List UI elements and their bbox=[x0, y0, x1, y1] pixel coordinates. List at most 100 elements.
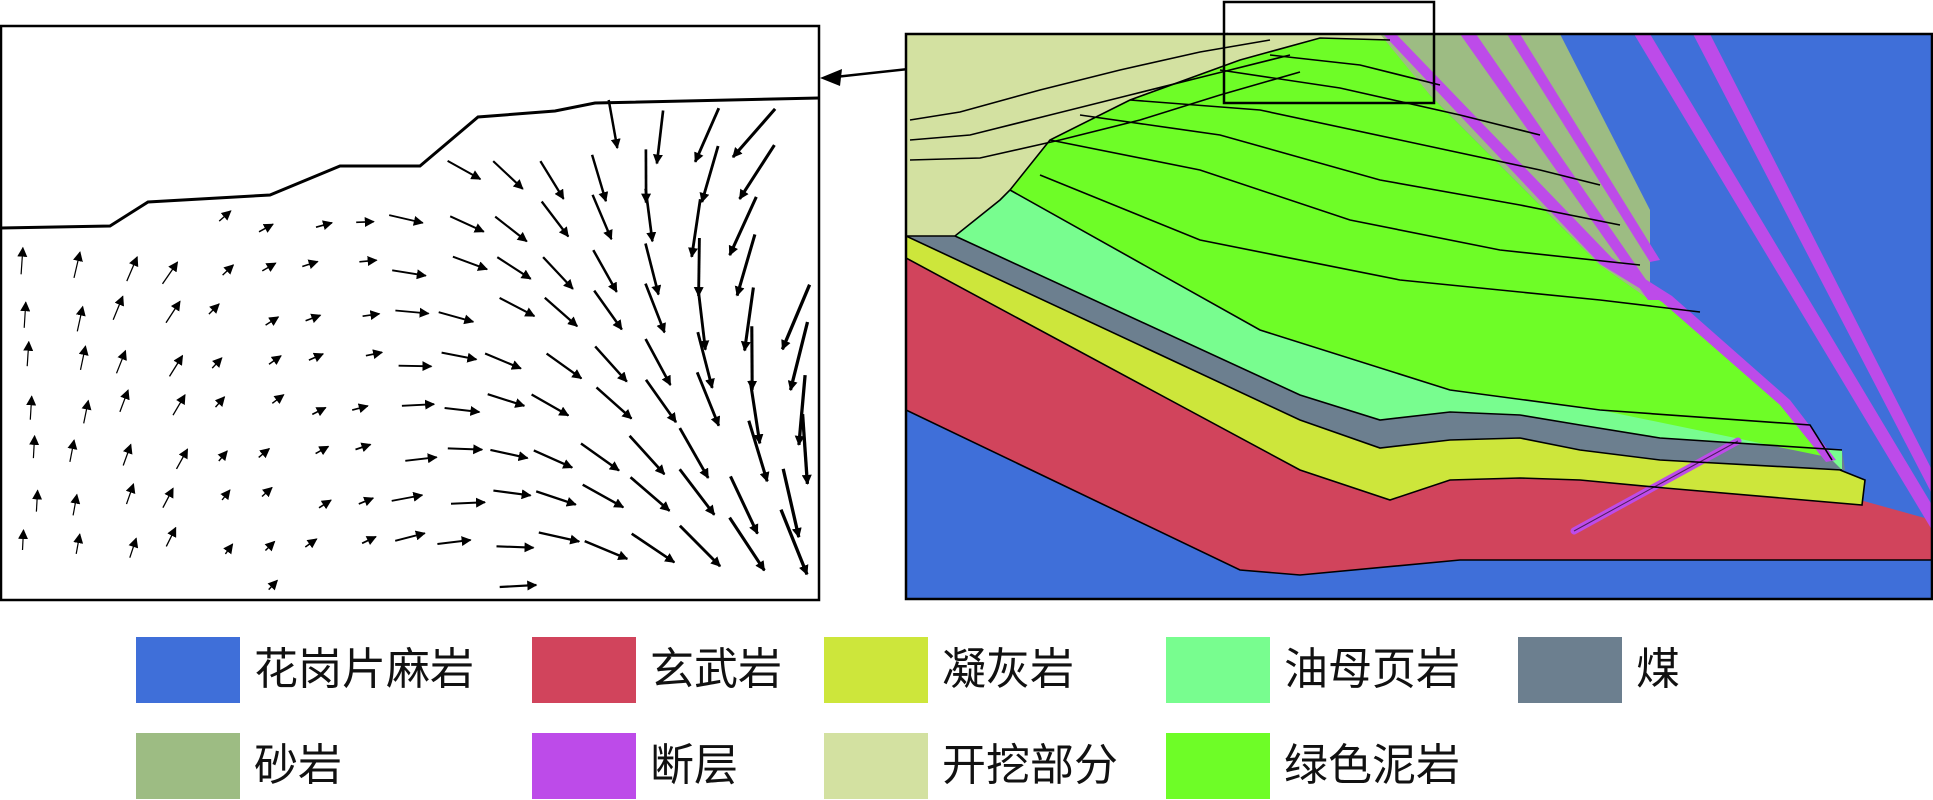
legend-item-excavated: 开挖部分 bbox=[824, 732, 1118, 800]
displacement-vector-arrow bbox=[115, 349, 127, 374]
displacement-vector-arrow bbox=[304, 538, 318, 549]
displacement-vector-arrow bbox=[747, 420, 770, 483]
vector-panel-frame bbox=[0, 24, 821, 602]
displacement-vector-arrow bbox=[223, 543, 234, 555]
displacement-vector-arrow bbox=[688, 198, 702, 258]
displacement-vector-arrow bbox=[591, 194, 613, 241]
displacement-vector-arrow bbox=[318, 499, 332, 510]
displacement-vector-arrow bbox=[678, 524, 722, 568]
displacement-vector-arrow bbox=[699, 145, 720, 203]
legend-swatch-sandstone bbox=[136, 733, 240, 799]
legend-item-tuff: 凝灰岩 bbox=[824, 636, 1074, 704]
legend-item-granite-gneiss: 花岗片麻岩 bbox=[136, 636, 474, 704]
displacement-vector-arrow bbox=[267, 579, 278, 591]
legend-label-coal: 煤 bbox=[1636, 644, 1680, 695]
displacement-vector-arrow bbox=[441, 351, 478, 363]
displacement-vector-arrow bbox=[261, 486, 273, 498]
displacement-vector-arrow bbox=[81, 399, 92, 424]
displacement-vector-arrow bbox=[302, 259, 319, 270]
legend-label-granite-gneiss: 花岗片麻岩 bbox=[254, 644, 474, 695]
displacement-vector-arrow bbox=[447, 160, 482, 180]
displacement-vector-arrow bbox=[392, 269, 427, 280]
displacement-vector-arrow bbox=[630, 532, 676, 564]
basalt-layer bbox=[906, 258, 1932, 575]
legend-swatch-granite-gneiss bbox=[136, 637, 240, 703]
displacement-vector-arrow bbox=[122, 443, 133, 466]
zoom-window-box bbox=[1222, 0, 1436, 105]
displacement-vector-arrow bbox=[361, 535, 377, 546]
displacement-vector-arrow bbox=[595, 386, 633, 420]
displacement-vector-arrow bbox=[593, 289, 623, 331]
tuff-layer bbox=[906, 236, 1865, 505]
displacement-vector-arrow bbox=[780, 284, 812, 351]
displacement-vector-arrow bbox=[493, 489, 532, 500]
displacement-vector-arrow bbox=[162, 487, 174, 509]
displacement-vector-arrow bbox=[729, 475, 759, 535]
displacement-vector-arrow bbox=[211, 357, 223, 369]
displacement-vector-arrow bbox=[499, 296, 536, 318]
displacement-vector-arrow bbox=[678, 468, 716, 516]
displacement-vector-arrow bbox=[73, 533, 84, 555]
displacement-vector-arrow bbox=[355, 442, 372, 453]
displacement-vector-arrow bbox=[533, 449, 574, 469]
displacement-vector-arrow bbox=[452, 255, 489, 271]
displacement-vector-arrow bbox=[220, 489, 231, 501]
displacement-vector-arrow bbox=[405, 453, 438, 464]
displacement-vector-arrow bbox=[258, 223, 274, 233]
displacement-vector-arrow bbox=[305, 313, 322, 324]
displacement-vector-arrow bbox=[444, 406, 481, 416]
displacement-vector-arrow bbox=[644, 379, 678, 424]
displacement-vector-arrow bbox=[315, 220, 333, 231]
displacement-vector-arrow bbox=[728, 196, 758, 257]
displacement-vector-arrow bbox=[584, 539, 629, 561]
displacement-vector-arrow bbox=[218, 210, 232, 222]
legend-label-basalt: 玄武岩 bbox=[650, 644, 782, 695]
displacement-vector-arrow bbox=[73, 251, 83, 279]
displacement-vector-arrow bbox=[594, 345, 628, 383]
legend-label-tuff: 凝灰岩 bbox=[942, 644, 1074, 695]
displacement-vector-arrow bbox=[644, 283, 666, 334]
displacement-vector-arrow bbox=[496, 542, 535, 553]
displacement-vector-arrow bbox=[258, 447, 271, 459]
displacement-vector-arrow bbox=[540, 200, 570, 238]
displacement-vector-arrow bbox=[644, 188, 657, 243]
displacement-vector-arrow bbox=[644, 243, 662, 296]
legend-label-fault: 断层 bbox=[650, 740, 738, 791]
excavated-region bbox=[906, 34, 1390, 236]
displacement-vector-arrow bbox=[401, 399, 436, 410]
green-mudstone-layer bbox=[1010, 38, 1832, 458]
displacement-vector-arrow bbox=[271, 394, 285, 405]
displacement-vector-arrow bbox=[592, 249, 618, 293]
displacement-vector-arrow bbox=[542, 256, 574, 290]
displacement-vector-arrow bbox=[490, 448, 529, 462]
displacement-vector-arrow bbox=[693, 107, 721, 163]
legend-label-sandstone: 砂岩 bbox=[254, 740, 342, 791]
displacement-vector-arrow bbox=[499, 580, 538, 591]
geological-section bbox=[906, 34, 1932, 599]
displacement-vector-arrow bbox=[365, 349, 384, 360]
displacement-vector-arrow bbox=[781, 468, 802, 539]
displacement-vector-arrow bbox=[125, 482, 136, 505]
displacement-vector-arrow bbox=[23, 340, 34, 367]
displacement-vector-arrow bbox=[75, 305, 86, 332]
displacement-vector-arrow bbox=[395, 307, 430, 318]
displacement-vector-arrow bbox=[351, 403, 369, 414]
displacement-vector-arrow bbox=[175, 448, 189, 470]
displacement-vector-arrow bbox=[787, 321, 810, 391]
displacement-vector-arrow bbox=[172, 393, 186, 416]
fault-main bbox=[1383, 34, 1836, 462]
displacement-vector-arrow bbox=[629, 476, 671, 512]
displacement-vector-arrow bbox=[731, 107, 777, 159]
displacement-vectors bbox=[17, 99, 812, 591]
displacement-vector-arrow bbox=[748, 380, 764, 445]
legend-swatch-excavated bbox=[824, 733, 928, 799]
coal-layer bbox=[906, 236, 1845, 470]
displacement-vector-arrow bbox=[315, 445, 330, 456]
displacement-vector-arrow bbox=[693, 237, 704, 297]
displacement-vector-arrow bbox=[678, 427, 710, 479]
legend-item-green-mudstone: 绿色泥岩 bbox=[1166, 732, 1460, 800]
displacement-vector-arrow bbox=[437, 536, 472, 547]
displacement-vector-arrow bbox=[628, 434, 666, 476]
displacement-vector-arrow bbox=[17, 246, 28, 275]
